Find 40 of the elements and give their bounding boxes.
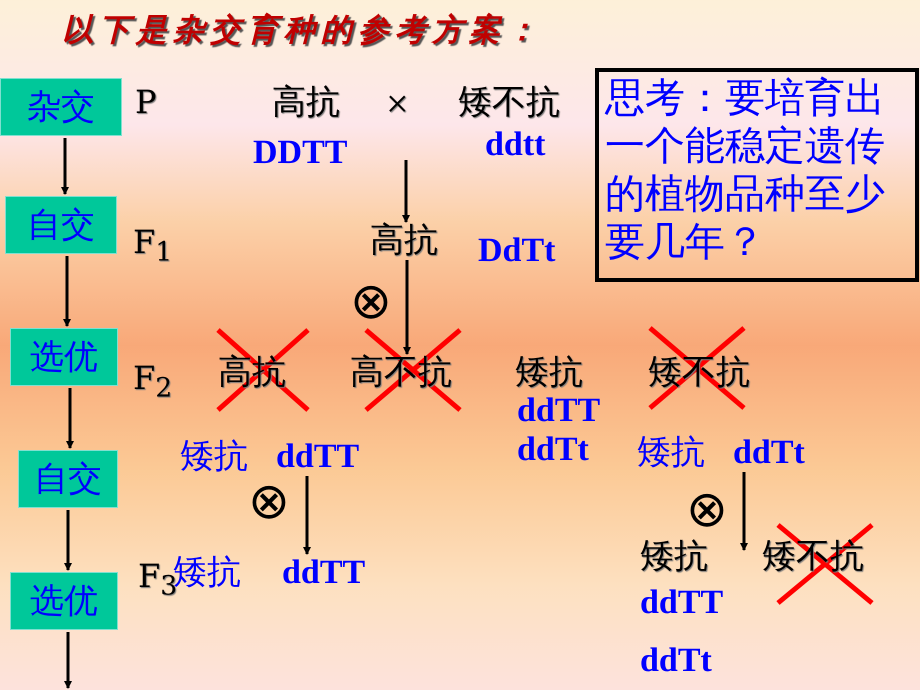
selfing-symbol: ⊗	[350, 276, 392, 326]
generation-label: P	[135, 86, 157, 118]
genotype-label: ddTt	[517, 433, 589, 467]
cross-symbol: ×	[386, 84, 409, 124]
genotype-label: ddTT	[282, 554, 366, 591]
arrow	[61, 138, 69, 195]
process-box: 自交	[18, 450, 118, 508]
process-box: 自交	[5, 196, 117, 254]
generation-label: F$_{1}$	[133, 226, 172, 266]
arrow	[66, 388, 74, 449]
process-box: 杂交	[0, 78, 122, 136]
arrow	[303, 476, 311, 555]
phenotype-label: 矮抗	[515, 356, 583, 390]
arrow	[64, 632, 72, 689]
phenotype-label: 矮抗	[637, 434, 705, 471]
phenotype-label: 矮抗	[640, 540, 708, 574]
genotype-label: DDTT	[253, 136, 348, 170]
arrow	[740, 472, 748, 551]
genotype-label: ddTT	[640, 586, 724, 620]
generation-label: F$_{2}$	[133, 362, 172, 402]
genotype-label: ddtt	[485, 128, 546, 162]
title: 以下是杂交育种的参考方案：	[62, 14, 543, 45]
arrow	[63, 256, 71, 327]
phenotype-label: 矮不抗	[458, 86, 560, 120]
genotype-label: DdTt	[478, 234, 556, 268]
phenotype-label: 高抗	[272, 86, 340, 120]
process-box: 选优	[10, 328, 118, 386]
genotype-label: ddTt	[733, 434, 805, 471]
genotype-label: ddTT	[517, 394, 600, 428]
arrow	[64, 510, 72, 571]
phenotype-label: 高抗	[370, 224, 438, 258]
arrow	[403, 260, 411, 355]
selfing-symbol: ⊗	[686, 484, 728, 534]
phenotype-label: 矮抗	[180, 438, 248, 475]
arrow	[402, 160, 410, 223]
process-box: 选优	[10, 572, 118, 630]
selfing-symbol: ⊗	[248, 476, 290, 526]
genotype-label: ddTt	[640, 644, 712, 678]
genotype-label: ddTT	[276, 438, 360, 475]
question-box: 思考：要培育出一个能稳定遗传的植物品种至少要几年？	[595, 68, 919, 282]
